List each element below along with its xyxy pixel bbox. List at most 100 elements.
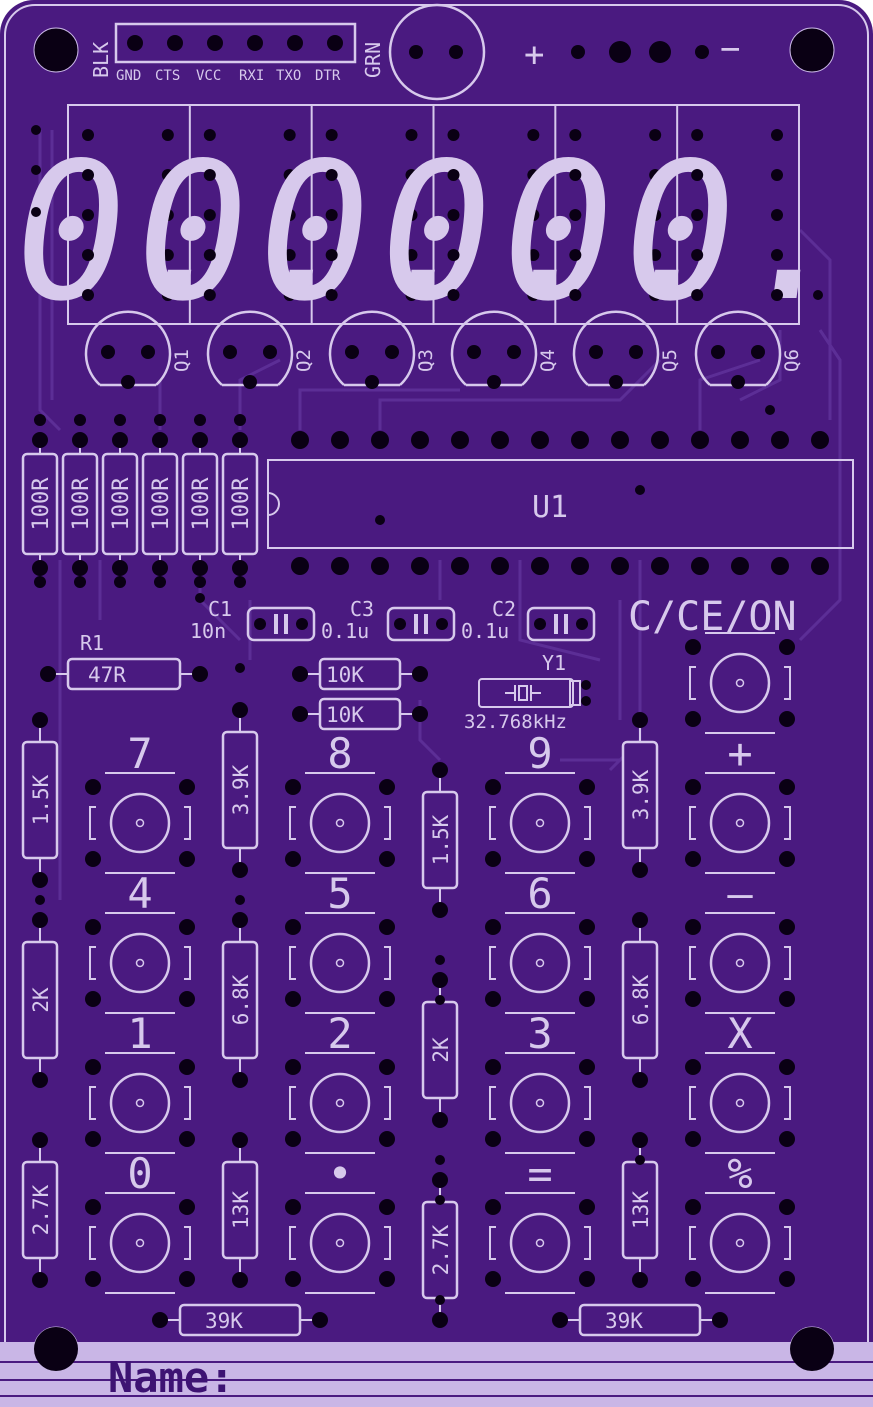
- pad: [412, 706, 428, 722]
- pad: [685, 1131, 701, 1147]
- buzzer: [388, 3, 486, 101]
- pad: [32, 560, 48, 576]
- key-label: 4: [127, 869, 152, 918]
- pad: [685, 919, 701, 935]
- pad: [485, 1131, 501, 1147]
- resistor-value: 13K: [629, 1191, 653, 1229]
- keypad-key[interactable]: 1: [85, 1009, 195, 1154]
- pad: [435, 1155, 445, 1165]
- bottom-resistor-2-value: 39K: [605, 1309, 643, 1333]
- pad: [589, 345, 603, 359]
- pad: [635, 485, 645, 495]
- pad: [811, 431, 829, 449]
- pad: [569, 289, 582, 301]
- name-label[interactable]: Name:: [108, 1353, 234, 1402]
- pad: [179, 1131, 195, 1147]
- key-label: 3: [527, 1009, 552, 1058]
- pad: [114, 576, 126, 588]
- pad: [579, 779, 595, 795]
- pad: [82, 289, 94, 301]
- keypad-key[interactable]: +: [685, 729, 795, 874]
- pad: [411, 557, 429, 575]
- cap-c2-value: 0.1u: [461, 619, 509, 643]
- bank-resistor: 100R: [141, 414, 179, 588]
- pad: [327, 35, 343, 51]
- keypad-key[interactable]: 3: [485, 1009, 595, 1154]
- pad: [447, 289, 460, 301]
- keypad-key[interactable]: 8: [285, 729, 395, 874]
- pad: [611, 431, 629, 449]
- pad: [296, 618, 308, 630]
- pad: [379, 779, 395, 795]
- keypad-key[interactable]: 9: [485, 729, 595, 874]
- keypad-key[interactable]: •: [285, 1149, 395, 1294]
- pad: [291, 431, 309, 449]
- pad: [731, 557, 749, 575]
- header-pin-label-cts: CTS: [155, 68, 180, 84]
- pad: [527, 249, 540, 261]
- keypad-key[interactable]: 0: [85, 1149, 195, 1294]
- pad: [379, 851, 395, 867]
- pad: [152, 1312, 168, 1328]
- pad: [161, 129, 174, 141]
- digit: 0.: [241, 105, 501, 344]
- pad: [691, 169, 704, 181]
- power-key[interactable]: [685, 632, 795, 734]
- key-label: 9: [527, 729, 552, 778]
- keypad-key[interactable]: =: [485, 1149, 595, 1294]
- pad: [579, 1199, 595, 1215]
- pad: [487, 375, 501, 389]
- digit-glyph: 0.: [0, 123, 258, 344]
- pad: [31, 125, 41, 135]
- pad: [485, 1059, 501, 1075]
- pad: [121, 375, 135, 389]
- bank-resistor: 100R: [101, 414, 139, 588]
- keypad-key[interactable]: 6: [485, 869, 595, 1014]
- header-pin-label-vcc: VCC: [196, 68, 221, 84]
- pad: [405, 169, 418, 181]
- pad: [485, 919, 501, 935]
- pad: [179, 1199, 195, 1215]
- pad: [436, 618, 448, 630]
- pad: [691, 249, 704, 261]
- trace: [38, 130, 62, 432]
- keypad-key[interactable]: X: [685, 1009, 795, 1154]
- pad: [432, 1112, 448, 1128]
- pad: [32, 1272, 48, 1288]
- pad: [632, 862, 648, 878]
- keypad-key[interactable]: 5: [285, 869, 395, 1014]
- pad: [85, 1199, 101, 1215]
- pad: [779, 991, 795, 1007]
- keypad-key[interactable]: 4: [85, 869, 195, 1014]
- keypad-key[interactable]: 2: [285, 1009, 395, 1154]
- resistor-value: 6.8K: [629, 974, 653, 1025]
- pad: [179, 991, 195, 1007]
- pad: [765, 405, 775, 415]
- pad: [579, 1131, 595, 1147]
- pad: [405, 129, 418, 141]
- column-resistor: 2.7K: [421, 1172, 459, 1328]
- pad: [685, 1059, 701, 1075]
- pad: [179, 1271, 195, 1287]
- keypad-key[interactable]: 7: [85, 729, 195, 874]
- header-left-label: BLK: [89, 42, 113, 78]
- pad: [569, 209, 582, 221]
- pad: [685, 1271, 701, 1287]
- pad: [203, 249, 216, 261]
- keypad-key[interactable]: %: [685, 1149, 795, 1294]
- pad: [611, 557, 629, 575]
- pad: [179, 851, 195, 867]
- r1-value: 47R: [88, 663, 126, 687]
- keypad-key[interactable]: —: [685, 869, 795, 1014]
- pad: [254, 618, 266, 630]
- pad: [232, 432, 248, 448]
- pad: [649, 129, 662, 141]
- pad: [685, 851, 701, 867]
- pad: [325, 209, 338, 221]
- digit-glyph: 0.: [120, 123, 380, 344]
- pad: [447, 249, 460, 261]
- pad: [447, 129, 460, 141]
- pad: [435, 995, 445, 1005]
